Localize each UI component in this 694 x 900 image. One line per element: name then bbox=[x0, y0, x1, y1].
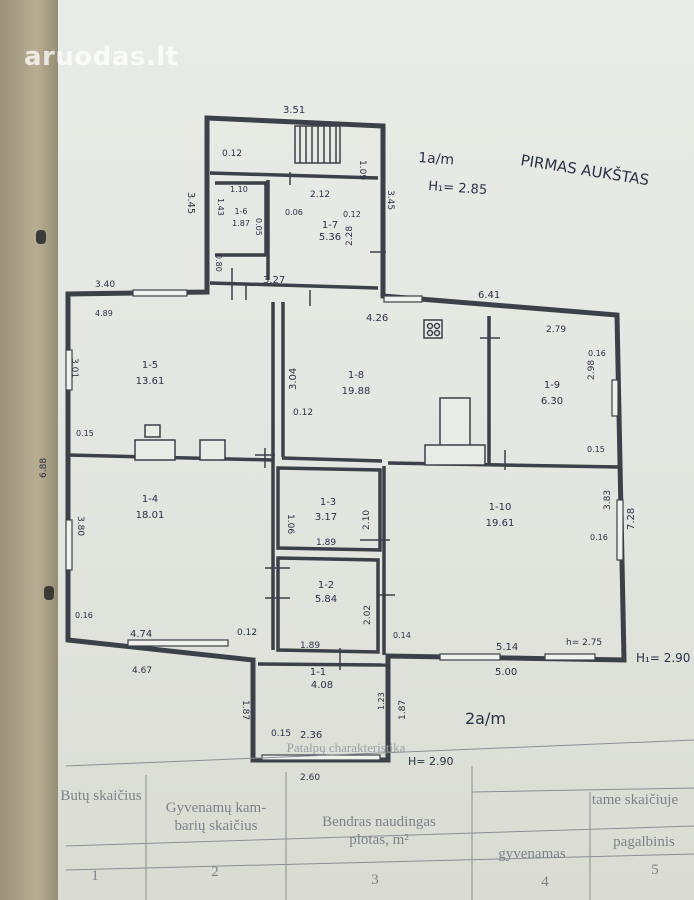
dim-2-79: 2.79 bbox=[546, 325, 566, 335]
room-label: 1-6 bbox=[234, 207, 247, 216]
table-header-auxiliary: pagalbinis bbox=[613, 834, 675, 850]
table-col-number: 3 bbox=[371, 872, 379, 888]
dim-0-12b: 0.12 bbox=[343, 210, 361, 219]
room-area: 19.88 bbox=[342, 386, 371, 397]
room-label: 1-5 bbox=[142, 360, 158, 371]
table-header-apartments: Butų skaičius bbox=[60, 788, 142, 804]
dim-2-60: 2.60 bbox=[300, 773, 320, 783]
dim-0-15b: 0.15 bbox=[587, 445, 605, 454]
dim-0-06: 0.06 bbox=[285, 208, 303, 217]
dim-2-98: 2.98 bbox=[587, 360, 597, 380]
table-header-area-line1: Bendras naudingas bbox=[322, 814, 436, 830]
dim-0-14: 0.14 bbox=[393, 631, 411, 640]
right-height: H₁= 2.90 bbox=[636, 651, 690, 665]
room-area: 1.87 bbox=[232, 219, 250, 228]
room-area: 3.17 bbox=[315, 512, 337, 523]
dim-2-12: 2.12 bbox=[310, 190, 330, 200]
room-area: 5.36 bbox=[319, 232, 341, 243]
dim-4-89: 4.89 bbox=[95, 309, 113, 318]
dim-3-51: 3.51 bbox=[283, 105, 305, 116]
dim-1-43: 1.43 bbox=[216, 198, 225, 216]
room-label: 1-8 bbox=[348, 370, 364, 381]
table-col-number: 4 bbox=[541, 874, 549, 890]
dim-0-16b: 0.16 bbox=[590, 533, 608, 542]
table-header-rooms-line2: barių skaičius bbox=[174, 818, 258, 834]
dim-3-45-right: 3.45 bbox=[385, 190, 395, 210]
dim-2-36: 2.36 bbox=[300, 730, 322, 741]
table-col-number: 1 bbox=[91, 868, 99, 884]
dim-1-23: 1.23 bbox=[377, 692, 386, 710]
dim-7-28: 7.28 bbox=[626, 508, 637, 530]
room-area: 19.61 bbox=[486, 518, 515, 529]
dim-5-14: 5.14 bbox=[496, 642, 518, 653]
binder-ring-hole bbox=[36, 230, 46, 244]
dim-1-87: 1.87 bbox=[240, 700, 250, 720]
second-floor-note: 2a/m bbox=[465, 709, 506, 728]
dim-2-02: 2.02 bbox=[363, 605, 373, 625]
table-col-number: 5 bbox=[651, 862, 659, 878]
dim-0-15c: 0.15 bbox=[271, 729, 291, 739]
room-area: 4.08 bbox=[311, 680, 333, 691]
dim-5-00: 5.00 bbox=[495, 667, 517, 678]
table-caption: Patalpų charakteristika bbox=[286, 740, 406, 755]
bottom-height: H= 2.90 bbox=[408, 755, 453, 768]
dim-3-40: 3.40 bbox=[95, 280, 115, 290]
room-area: 13.61 bbox=[136, 376, 165, 387]
dim-0-16c: 0.16 bbox=[75, 611, 93, 620]
dim-0-16: 0.16 bbox=[588, 349, 606, 358]
floor-height: H₁= 2.85 bbox=[428, 179, 488, 198]
dim-0-12c: 0.12 bbox=[293, 408, 313, 418]
room-area: 18.01 bbox=[136, 510, 165, 521]
dim-h-2-75: h= 2.75 bbox=[566, 638, 602, 648]
floor-note: 1a/m bbox=[418, 150, 455, 168]
room-label: 1-4 bbox=[142, 494, 158, 505]
room-area: 5.84 bbox=[315, 594, 337, 605]
dim-1-06: 1.06 bbox=[285, 514, 295, 534]
room-label: 1-10 bbox=[489, 502, 512, 513]
floor-title: PIRMAS AUKŠTAS bbox=[519, 150, 650, 189]
room-label: 1-1 bbox=[310, 667, 326, 678]
table-header-area-line2: plotas, m² bbox=[349, 832, 409, 848]
dim-0-12d: 0.12 bbox=[237, 628, 257, 638]
dim-3-27: 3.27 bbox=[263, 275, 285, 286]
dim-0-15: 0.15 bbox=[76, 429, 94, 438]
table-col-number: 2 bbox=[211, 864, 219, 880]
dim-3-45: 3.45 bbox=[185, 192, 196, 214]
binder-edge bbox=[0, 0, 62, 900]
dim-2-28: 2.28 bbox=[345, 226, 355, 246]
room-label: 1-9 bbox=[544, 380, 560, 391]
dim-3-83: 3.83 bbox=[603, 490, 613, 510]
dim-6-41: 6.41 bbox=[478, 290, 500, 301]
room-label: 1-2 bbox=[318, 580, 334, 591]
dim-3-80: 3.80 bbox=[75, 516, 85, 536]
dim-0-05: 0.05 bbox=[254, 218, 263, 236]
dim-0-80: 0.80 bbox=[214, 254, 223, 272]
binder-ring-hole bbox=[44, 586, 54, 600]
dim-3-04: 3.04 bbox=[288, 368, 299, 390]
room-area: 6.30 bbox=[541, 396, 563, 407]
table-header-rooms-line1: Gyvenamų kam- bbox=[165, 800, 267, 816]
dim-2-10: 2.10 bbox=[362, 510, 372, 530]
dim-1-10: 1.10 bbox=[230, 185, 248, 194]
dim-1-87b: 1.87 bbox=[398, 700, 408, 720]
table-header-living: gyvenamas bbox=[498, 846, 566, 862]
dim-1-89: 1.89 bbox=[316, 538, 336, 548]
dim-4-67: 4.67 bbox=[132, 666, 152, 676]
dim-1-89b: 1.89 bbox=[300, 641, 320, 651]
dim-4-74: 4.74 bbox=[130, 629, 152, 640]
dim-4-26: 4.26 bbox=[366, 313, 388, 324]
dim-0-12: 0.12 bbox=[222, 149, 242, 159]
room-label: 1-7 bbox=[322, 220, 338, 231]
watermark-logo: aruodas.lt bbox=[24, 42, 179, 72]
dim-1-09: 1.09 bbox=[357, 160, 367, 180]
dim-3-01: 3.01 bbox=[69, 358, 79, 378]
room-label: 1-3 bbox=[320, 497, 336, 508]
dim-6-88: 6.88 bbox=[39, 458, 49, 478]
table-header-group: tame skaičiuje bbox=[591, 792, 679, 808]
